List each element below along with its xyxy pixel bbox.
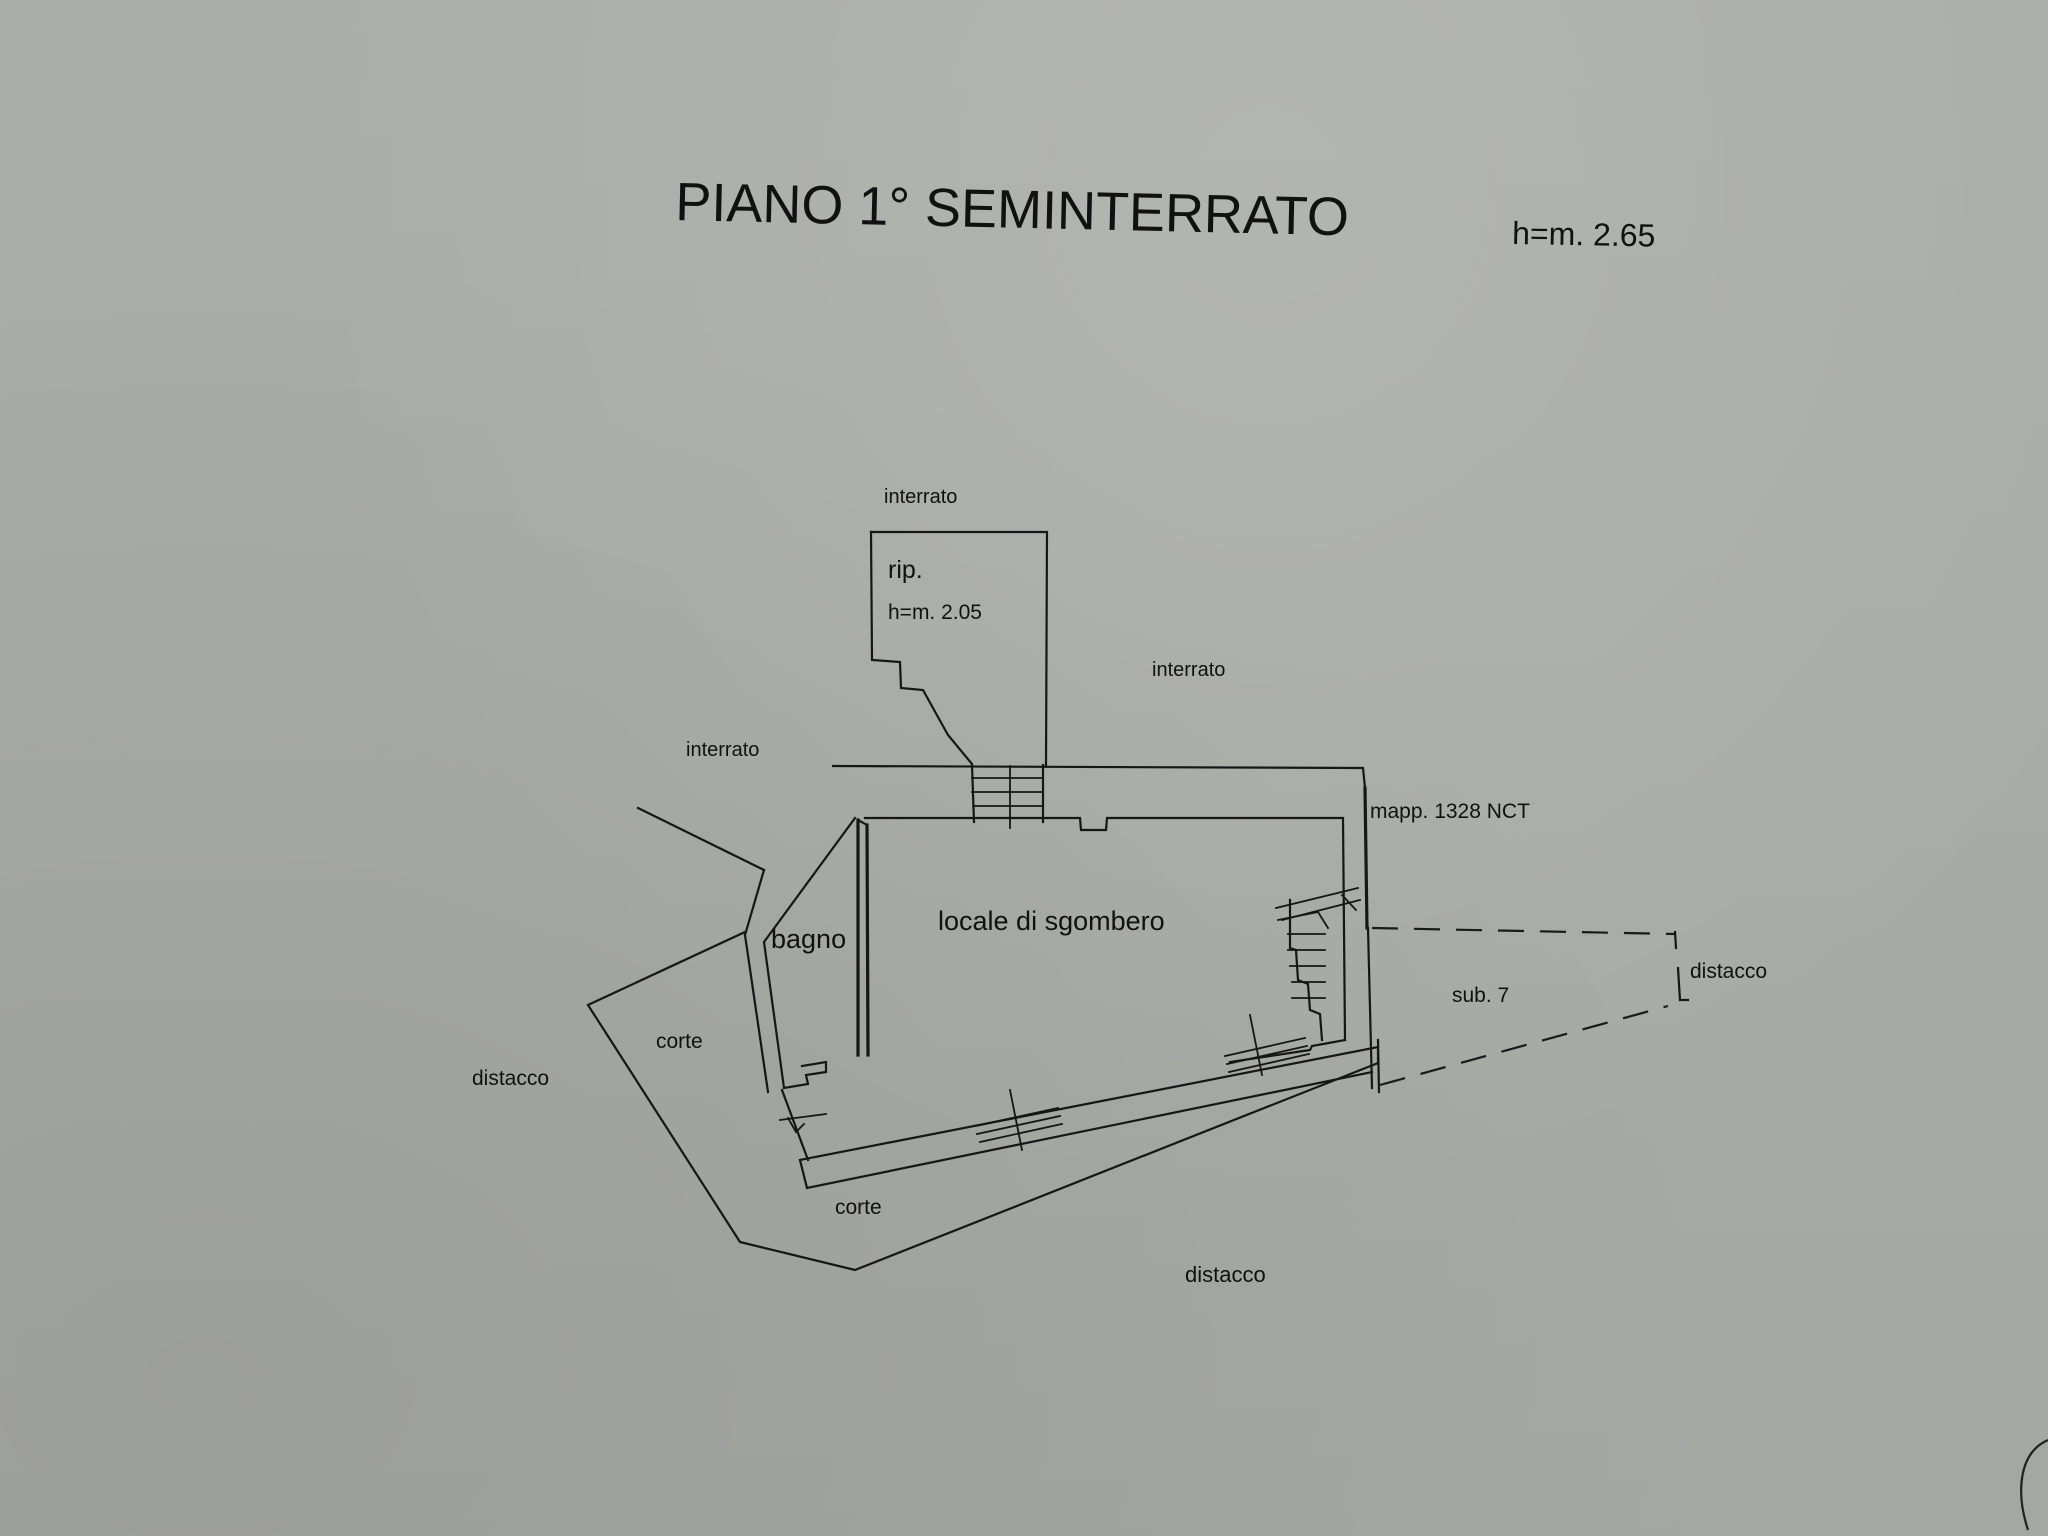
label-interrato-top: interrato [884, 486, 957, 508]
courtyard-outline [586, 806, 1380, 1272]
label-mapp: mapp. 1328 NCT [1370, 800, 1530, 823]
connecting-stair [970, 763, 1045, 829]
label-corte-left: corte [656, 1030, 703, 1053]
label-distacco-bottom: distacco [1185, 1262, 1266, 1287]
label-locale-di-sgombero: locale di sgombero [938, 906, 1165, 936]
bathroom-walls [743, 816, 857, 1134]
label-sub7: sub. 7 [1452, 984, 1509, 1007]
label-distacco-left: distacco [472, 1067, 549, 1090]
label-rip: rip. [888, 556, 923, 584]
main-height-label: h=m. 2.65 [1512, 215, 1656, 253]
ripostiglio-room [869, 530, 1049, 768]
label-distacco-right: distacco [1690, 960, 1767, 983]
south-window-left [973, 1088, 1064, 1152]
label-interrato-left: interrato [686, 739, 759, 761]
outer-right-wall [1363, 786, 1369, 930]
south-window-right [1223, 1013, 1311, 1077]
plan-title: PIANO 1° SEMINTERRATO [675, 172, 1350, 247]
main-room-walls [798, 816, 1380, 1190]
interrato-boundary-line [831, 764, 1367, 790]
label-corte-bottom: corte [835, 1196, 882, 1219]
corner-ring-mark [2020, 1438, 2048, 1531]
label-bagno: bagno [771, 924, 846, 954]
label-rip-height: h=m. 2.05 [888, 601, 982, 624]
internal-stair [1274, 886, 1362, 1042]
sub7-dashed-boundary [1371, 926, 1690, 1087]
label-interrato-right: interrato [1152, 659, 1225, 681]
